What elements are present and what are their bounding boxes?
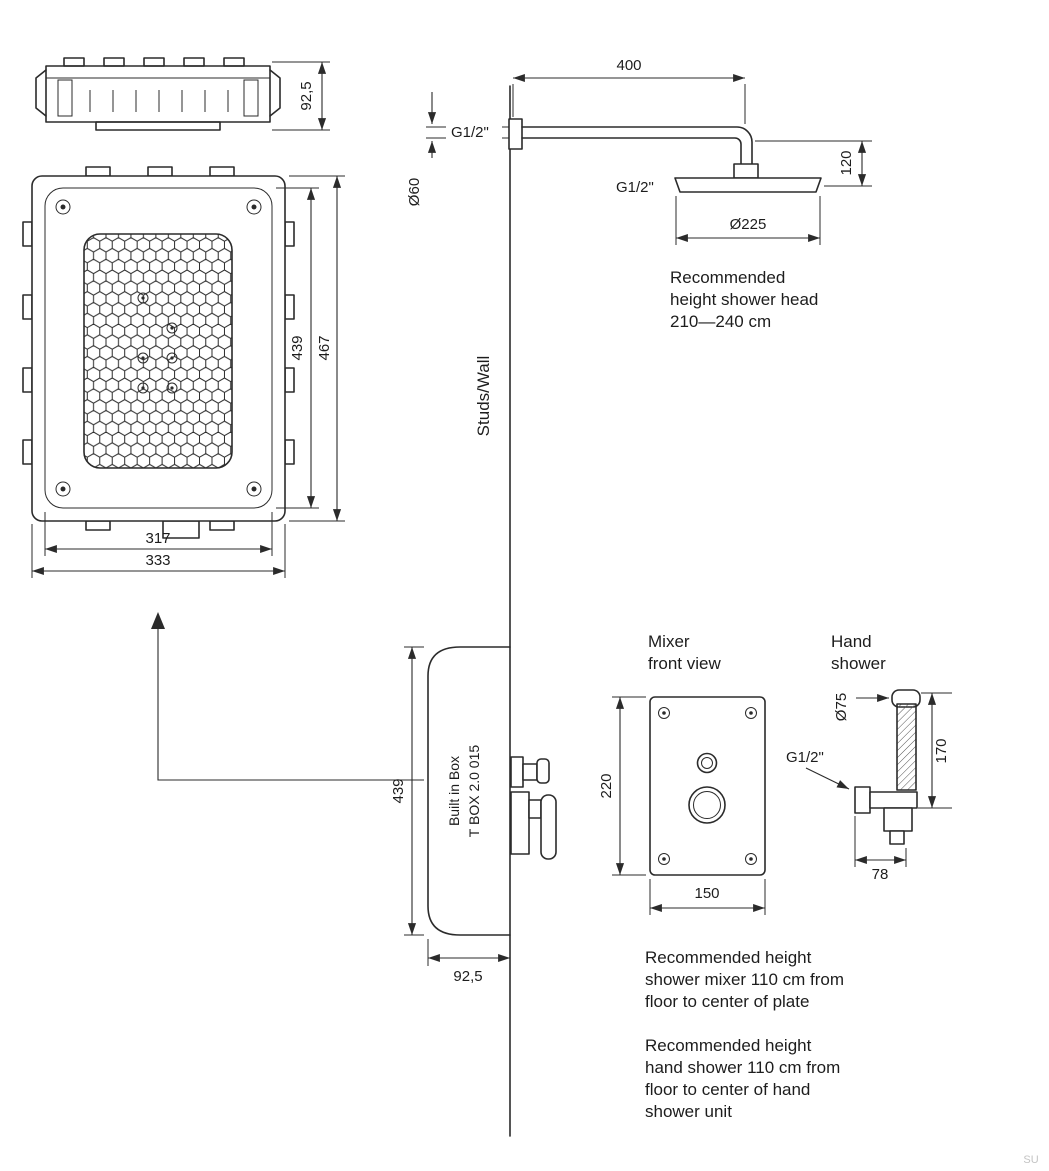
note-line: shower mixer 110 cm from xyxy=(645,970,844,989)
corner-screws xyxy=(55,199,262,497)
g12-head-label: G1/2" xyxy=(616,179,654,196)
dimension-hand-shower-height: 170 xyxy=(918,692,952,809)
arm-tube-inner xyxy=(521,137,742,167)
note-shower-head: Recommended height shower head 210—240 c… xyxy=(670,268,818,331)
note-line: Recommended xyxy=(670,268,785,287)
note-line: 210—240 cm xyxy=(670,312,771,331)
dimension-box-inner-height: 439 xyxy=(276,187,319,509)
view-connector-arrow xyxy=(151,612,424,781)
head-connector-nut xyxy=(733,163,759,179)
watermark: SU xyxy=(1023,1154,1038,1166)
dim-317-front: 317 xyxy=(145,530,170,547)
dim-220: 220 xyxy=(598,773,615,798)
mixer-front-view: Mixer front view 220 150 xyxy=(598,632,766,915)
g12-arm-label: G1/2" xyxy=(451,124,489,141)
label-mask xyxy=(446,122,502,141)
mixer-label-1: Mixer xyxy=(648,632,690,651)
hand-shower-grip xyxy=(896,703,917,791)
dim-92-5-top: 92,5 xyxy=(298,81,315,110)
note-hand-shower-height: Recommended height hand shower 110 cm fr… xyxy=(645,1036,840,1121)
dimension-box-outer-height: 467 xyxy=(289,175,345,522)
g12-hand-label: G1/2" xyxy=(786,749,824,766)
diverter-button-inner xyxy=(701,757,713,769)
built-in-box-side-view: Built in Box T BOX 2.0 015 xyxy=(427,646,557,936)
hand-shower-label-2: shower xyxy=(831,654,886,673)
dimension-arm-length: 400 xyxy=(512,57,746,124)
note-line: Recommended height xyxy=(645,1036,812,1055)
shower-head-disc xyxy=(674,177,822,193)
dimension-arm-diameter: G1/2" Ø60 xyxy=(406,92,518,206)
dimension-mixer-width: 150 xyxy=(649,879,766,915)
dim-d225: Ø225 xyxy=(730,216,767,233)
mixer-lever-handle xyxy=(540,794,557,860)
studs-wall-label: Studs/Wall xyxy=(474,356,493,437)
diverter-button xyxy=(696,752,718,774)
up-arrowhead-icon xyxy=(151,612,165,629)
note-line: floor to center of plate xyxy=(645,992,809,1011)
honeycomb-grille xyxy=(83,233,233,469)
note-line: hand shower 110 cm from xyxy=(645,1058,840,1077)
dim-439-front: 439 xyxy=(289,335,306,360)
g12-leader xyxy=(805,767,850,790)
note-line: floor to center of hand xyxy=(645,1080,810,1099)
built-in-box-label-1: Built in Box xyxy=(446,756,462,826)
dimension-box-side-depth: 92,5 xyxy=(427,939,510,985)
built-in-box-top-view xyxy=(35,57,281,131)
dim-170: 170 xyxy=(933,738,950,763)
dim-78: 78 xyxy=(872,866,889,883)
dim-150: 150 xyxy=(694,885,719,902)
dimension-hand-shower-offset: 78 xyxy=(854,816,907,883)
mixer-knob-inner xyxy=(693,791,721,819)
mixer-plate xyxy=(649,696,766,876)
note-mixer-height: Recommended height shower mixer 110 cm f… xyxy=(645,948,844,1011)
dimension-mixer-height: 220 xyxy=(598,696,646,876)
shower-arm-and-head: 400 G1/2" Ø60 G1/2" 120 xyxy=(406,57,872,245)
dim-333-front: 333 xyxy=(145,552,170,569)
built-in-box-front-view xyxy=(22,166,295,539)
dimension-box-inner-width: 317 xyxy=(44,512,273,556)
wall-escutcheon xyxy=(508,118,523,150)
dim-467-front: 467 xyxy=(316,335,333,360)
built-in-box-label-2: T BOX 2.0 015 xyxy=(466,745,482,838)
note-line: shower unit xyxy=(645,1102,732,1121)
note-line: height shower head xyxy=(670,290,818,309)
arm-tube-outer xyxy=(521,126,753,167)
mounting-holes xyxy=(137,292,178,394)
mixer-label-2: front view xyxy=(648,654,721,673)
dim-92-5-side: 92,5 xyxy=(453,968,482,985)
dim-439-side: 439 xyxy=(390,778,407,803)
hand-shower-label-1: Hand xyxy=(831,632,872,651)
mixer-valve-side-view xyxy=(510,756,557,860)
dim-d60: Ø60 xyxy=(406,178,423,206)
dim-120: 120 xyxy=(838,150,855,175)
dimension-head-diameter: Ø225 xyxy=(675,196,821,245)
dimension-head-drop: 120 xyxy=(755,140,872,187)
hand-shower-view: Hand shower Ø75 G1/2" 170 xyxy=(786,632,952,883)
dimension-box-top-height: 92,5 xyxy=(272,61,330,131)
note-line: Recommended height xyxy=(645,948,812,967)
mixer-knob xyxy=(688,786,726,824)
hand-shower-holder xyxy=(854,786,918,845)
dimension-box-side-height: 439 xyxy=(390,646,424,936)
dimension-box-outer-width: 333 xyxy=(31,524,286,578)
dim-400: 400 xyxy=(616,57,641,74)
mixer-plate-screws xyxy=(658,707,757,865)
dim-d75: Ø75 xyxy=(833,693,850,721)
